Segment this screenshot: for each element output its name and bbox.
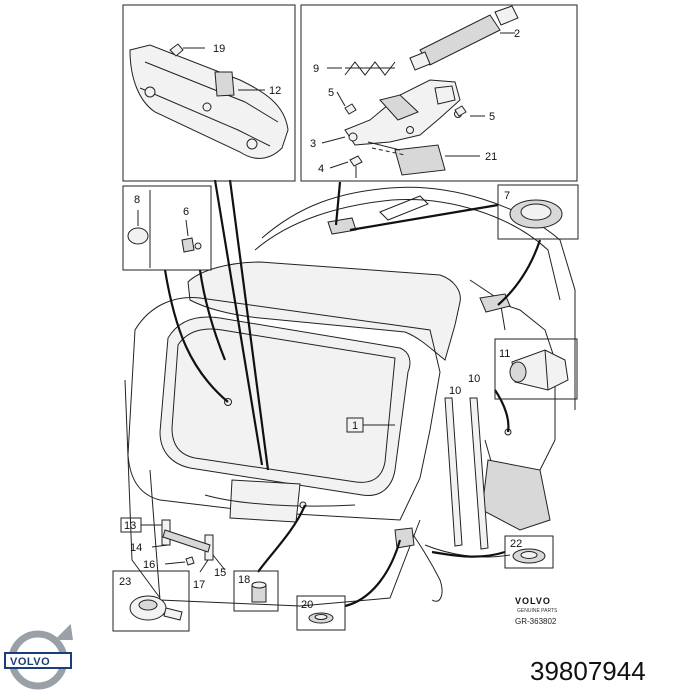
inset-box-upper-left (122, 4, 296, 182)
callout-numbers: 19 12 2 9 5 3 4 21 5 8 6 7 11 10 10 1 13… (119, 28, 522, 611)
leader-lines (163, 179, 542, 608)
callout-12: 12 (269, 85, 281, 97)
inset-box-upper-right (300, 4, 578, 182)
callout-3: 3 (310, 138, 316, 150)
callout-17: 17 (193, 579, 205, 591)
inset-box-7 (497, 184, 579, 240)
inset-box-8-6 (122, 185, 212, 271)
brand-name: VOLVO (515, 596, 551, 606)
callout-1: 1 (352, 420, 358, 432)
callout-23: 23 (119, 576, 131, 588)
callout-21: 21 (485, 151, 497, 163)
inset-box-20 (296, 595, 346, 631)
inset-box-22 (504, 535, 554, 569)
inset-box-23 (112, 570, 190, 632)
callout-16: 16 (143, 559, 155, 571)
inset-box-18 (233, 570, 279, 612)
bracket-group-13-17 (120, 517, 226, 573)
part-number: 39807944 (530, 656, 646, 686)
callout-5b: 5 (489, 111, 495, 123)
callout-5a: 5 (328, 87, 334, 99)
callout-box-1 (346, 417, 395, 433)
car-rear-illustration (124, 186, 576, 607)
callout-2: 2 (514, 28, 520, 40)
callout-14: 14 (130, 542, 142, 554)
callout-10b: 10 (468, 373, 480, 385)
logo-text: VOLVO (10, 656, 50, 668)
inset-box-11 (494, 338, 578, 400)
callout-15: 15 (214, 567, 226, 579)
callout-18: 18 (238, 574, 250, 586)
callout-11: 11 (499, 348, 510, 360)
callout-7: 7 (504, 190, 510, 202)
drawing-reference: GR-363802 (515, 617, 557, 626)
volvo-logo: VOLVO (4, 623, 73, 690)
callout-10a: 10 (449, 385, 461, 397)
callout-9: 9 (313, 63, 319, 75)
brand-sub: GENUINE PARTS (517, 608, 558, 614)
callout-6: 6 (183, 206, 189, 218)
callout-20: 20 (301, 599, 313, 611)
callout-13: 13 (124, 520, 136, 532)
callout-4: 4 (318, 163, 324, 175)
callout-22: 22 (510, 538, 522, 550)
brand-block: VOLVO GENUINE PARTS GR-363802 (515, 596, 558, 626)
callout-19: 19 (213, 43, 225, 55)
callout-8: 8 (134, 194, 140, 206)
